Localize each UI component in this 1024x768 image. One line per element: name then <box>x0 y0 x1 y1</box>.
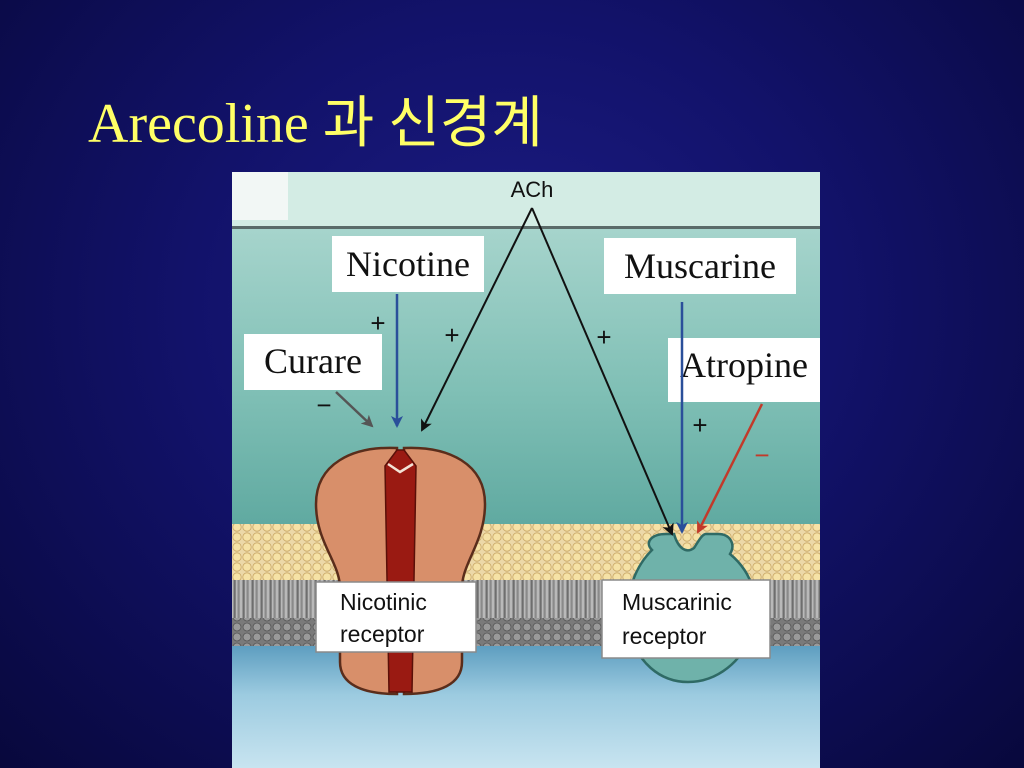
ach-to-nicotinic-arrow <box>421 207 533 432</box>
nicotine-plus-sign: + <box>370 308 385 338</box>
nicotinic-receptor-label-line1: Nicotinic <box>340 589 427 615</box>
curare-minus-sign: − <box>316 390 331 420</box>
muscarine-plus-sign: + <box>692 410 707 440</box>
nicotinic-receptor-label-line2: receptor <box>340 621 425 647</box>
muscarine-label-box <box>604 238 796 294</box>
atropine-label-box <box>668 338 820 402</box>
muscarinic-receptor-label-box <box>601 579 771 659</box>
nicotinic-receptor <box>314 446 487 696</box>
receptor-diagram: Nicotine Muscarine Curare Atropine ACh +… <box>232 172 820 768</box>
curare-label: Curare <box>264 341 362 381</box>
curare-arrow <box>335 391 374 428</box>
curare-label-box <box>244 334 382 390</box>
top-divider <box>232 226 820 229</box>
receptor-diagram-svg: Nicotine Muscarine Curare Atropine ACh +… <box>232 172 820 768</box>
slide-title: Arecoline 과 신경계 <box>88 93 543 155</box>
ach-to-muscarinic-arrow <box>531 207 674 536</box>
nicotinic-binding-site <box>387 462 414 474</box>
ach-muscarinic-plus-sign: + <box>596 322 611 352</box>
nicotinic-receptor-label-box <box>315 581 477 653</box>
ach-nicotinic-plus-sign: + <box>444 320 459 350</box>
atropine-minus-sign: − <box>754 440 769 470</box>
muscarine-label: Muscarine <box>624 246 776 286</box>
ach-label: ACh <box>511 177 554 202</box>
atropine-arrow <box>696 403 764 534</box>
muscarinic-receptor-label-line2: receptor <box>622 623 707 649</box>
atropine-label: Atropine <box>680 345 808 385</box>
nicotinic-ion-channel <box>384 449 417 693</box>
top-strip-corner <box>232 172 288 220</box>
muscarinic-receptor-label-line1: Muscarinic <box>622 589 732 615</box>
nicotine-label-box <box>332 236 484 292</box>
nicotine-label: Nicotine <box>346 244 470 284</box>
